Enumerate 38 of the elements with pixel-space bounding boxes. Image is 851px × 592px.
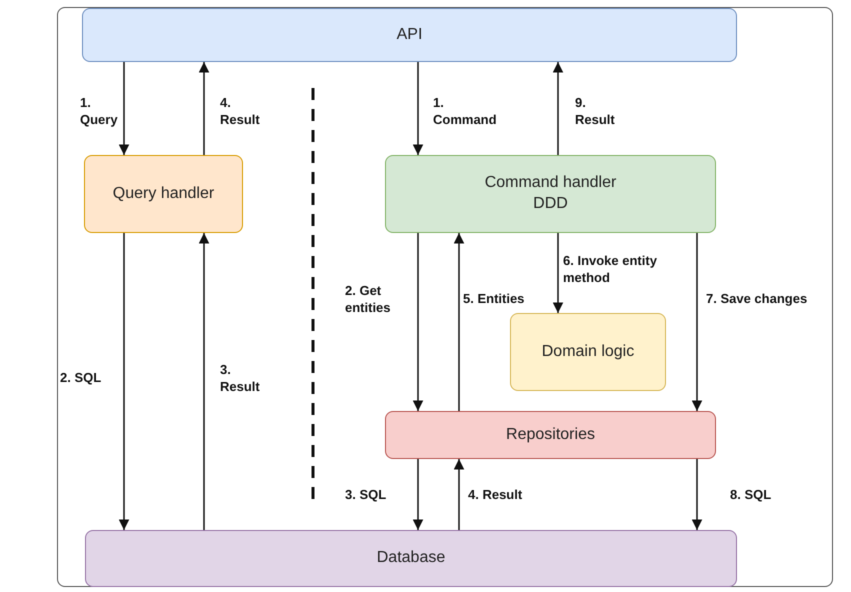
- arrow: [692, 233, 702, 411]
- edge-label: 3. Result: [220, 362, 261, 396]
- edge-label: 3. SQL: [345, 487, 386, 504]
- process-box: [84, 155, 243, 233]
- arrow: [412, 62, 424, 155]
- edge-label: 9. Result: [575, 95, 616, 129]
- arrow: [412, 233, 424, 411]
- edge-label: 8. SQL: [730, 487, 772, 504]
- edge-label: 1. Query: [80, 95, 119, 129]
- edge-label: 7. Save changes: [706, 291, 808, 308]
- process-box: [82, 8, 737, 62]
- edge-label: 4. Result: [468, 487, 522, 504]
- edge-label: 5. Entities: [463, 291, 524, 308]
- edge-label: 2. SQL: [60, 370, 102, 387]
- box-label: Domain logic: [542, 342, 634, 362]
- process-box: [385, 155, 716, 233]
- arrow: [454, 233, 464, 411]
- edge-label: 1. Command: [433, 95, 498, 129]
- box-label: Command handler DDD: [484, 173, 618, 214]
- edge-label: 4. Result: [220, 95, 261, 129]
- arrow: [692, 459, 702, 530]
- arrow: [552, 62, 564, 155]
- edge-label: 6. Invoke entity method: [563, 253, 658, 287]
- edge-label: 2. Get entities: [345, 283, 392, 317]
- arrow: [198, 233, 210, 530]
- box-label: Query handler: [112, 184, 214, 204]
- arrow: [552, 233, 564, 313]
- arrow: [118, 233, 130, 530]
- arrow: [198, 62, 210, 155]
- arrow: [454, 459, 464, 530]
- process-box: [85, 530, 737, 587]
- process-box: [510, 313, 666, 391]
- box-label: API: [396, 24, 422, 45]
- arrow: [118, 62, 130, 155]
- box-label: Database: [376, 548, 446, 568]
- process-box: [385, 411, 716, 459]
- arrow: [412, 459, 424, 530]
- box-label: Repositories: [506, 424, 595, 445]
